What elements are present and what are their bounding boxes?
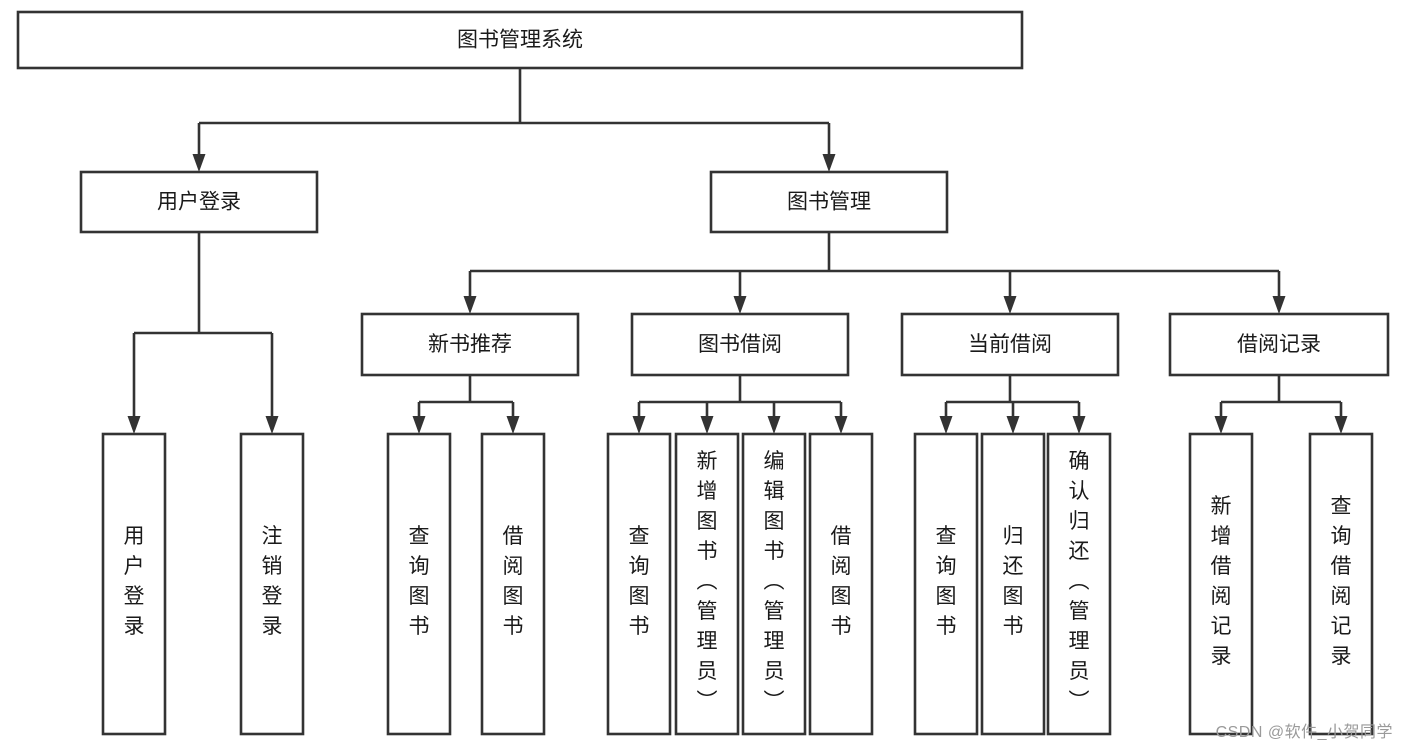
node-box <box>16 10 1024 70</box>
node-leaf_2a[interactable]: 查询图书 <box>386 432 452 736</box>
node-box <box>1046 432 1112 736</box>
node-box <box>1308 432 1374 736</box>
node-box <box>360 312 580 377</box>
node-label: 新书推荐 <box>428 333 512 356</box>
node-label: 编辑图书︵管理员︶ <box>764 450 785 713</box>
node-l3_d[interactable]: 借阅记录 <box>1168 312 1390 377</box>
node-label: 归还图书 <box>1003 525 1024 638</box>
node-label: 借阅图书 <box>831 525 852 638</box>
node-label: 用户登录 <box>157 191 241 214</box>
node-leaf_5b[interactable]: 查询借阅记录 <box>1308 432 1374 736</box>
node-label: 确认归还︵管理员︶ <box>1069 450 1090 713</box>
node-label: 查询图书 <box>409 525 430 638</box>
node-label: 新增借阅记录 <box>1211 495 1232 668</box>
node-label: 借阅记录 <box>1237 333 1321 356</box>
node-box <box>741 432 807 736</box>
node-box <box>900 312 1120 377</box>
node-l2_b[interactable]: 图书管理 <box>709 170 949 234</box>
node-box <box>913 432 979 736</box>
node-l3_c[interactable]: 当前借阅 <box>900 312 1120 377</box>
node-box <box>480 432 546 736</box>
node-box <box>674 432 740 736</box>
connector-layer <box>127 68 1348 434</box>
node-label: 查询图书 <box>936 525 957 638</box>
node-label: 查询借阅记录 <box>1331 495 1352 668</box>
node-label: 图书管理 <box>787 191 871 214</box>
node-l2_a[interactable]: 用户登录 <box>79 170 319 234</box>
node-box <box>1168 312 1390 377</box>
node-leaf_1a[interactable]: 用户登录 <box>101 432 167 736</box>
node-leaf_2b[interactable]: 借阅图书 <box>480 432 546 736</box>
node-root[interactable]: 图书管理系统 <box>16 10 1024 70</box>
node-leaf_3a[interactable]: 查询图书 <box>606 432 672 736</box>
node-box <box>386 432 452 736</box>
node-leaf_1b[interactable]: 注销登录 <box>239 432 305 736</box>
node-label: 图书借阅 <box>698 333 782 356</box>
node-box <box>808 432 874 736</box>
node-box <box>630 312 850 377</box>
node-leaf_4c[interactable]: 确认归还︵管理员︶ <box>1046 432 1112 736</box>
node-label: 当前借阅 <box>968 333 1052 356</box>
node-leaf_5a[interactable]: 新增借阅记录 <box>1188 432 1254 736</box>
node-label: 注销登录 <box>262 525 283 638</box>
node-leaf_3c[interactable]: 编辑图书︵管理员︶ <box>741 432 807 736</box>
node-leaf_3d[interactable]: 借阅图书 <box>808 432 874 736</box>
node-l3_a[interactable]: 新书推荐 <box>360 312 580 377</box>
node-box <box>709 170 949 234</box>
node-label: 图书管理系统 <box>457 29 583 52</box>
node-box <box>101 432 167 736</box>
node-leaf_3b[interactable]: 新增图书︵管理员︶ <box>674 432 740 736</box>
node-label: 新增图书︵管理员︶ <box>697 450 718 713</box>
node-leaf_4b[interactable]: 归还图书 <box>980 432 1046 736</box>
node-leaf_4a[interactable]: 查询图书 <box>913 432 979 736</box>
node-box <box>1188 432 1254 736</box>
node-label: 用户登录 <box>124 525 145 638</box>
node-box <box>239 432 305 736</box>
node-l3_b[interactable]: 图书借阅 <box>630 312 850 377</box>
node-label: 借阅图书 <box>503 525 524 638</box>
node-label: 查询图书 <box>629 525 650 638</box>
node-layer: 图书管理系统用户登录图书管理新书推荐图书借阅当前借阅借阅记录用户登录注销登录查询… <box>16 10 1390 736</box>
node-box <box>980 432 1046 736</box>
node-box <box>606 432 672 736</box>
node-box <box>79 170 319 234</box>
